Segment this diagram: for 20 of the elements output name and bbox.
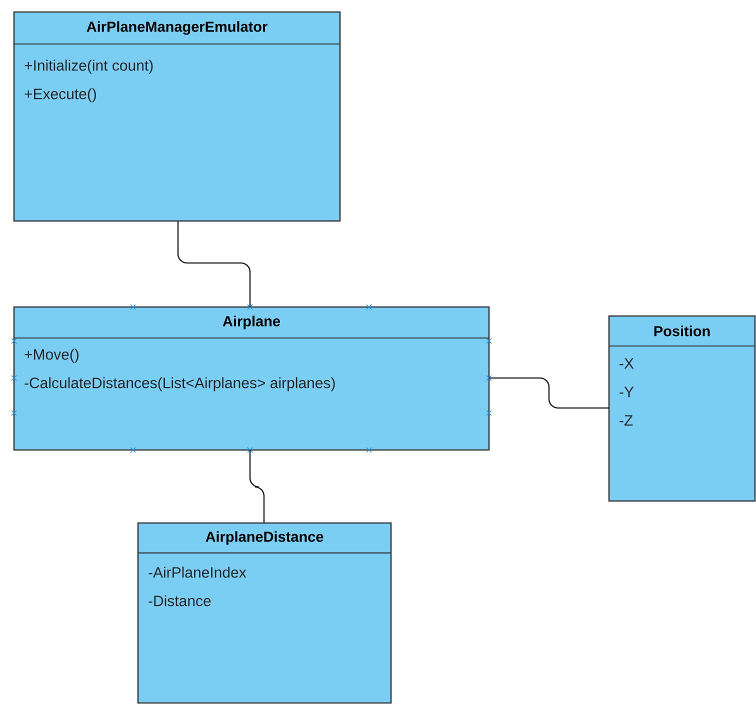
class-name: Airplane [222, 316, 280, 330]
class-box [137, 522, 392, 704]
class-member: +Move() [24, 348, 78, 363]
class-member: -Z [620, 415, 633, 426]
class-member: +Initialize(int count) [24, 60, 153, 74]
class-box [13, 11, 341, 222]
class-name: Position [654, 326, 710, 336]
class-box [13, 306, 490, 451]
class-name: AirPlaneManagerEmulator [86, 21, 268, 35]
connector-line [177, 221, 251, 307]
class-member: -CalculateDistances(List<Airplanes> airplanes) [24, 377, 335, 392]
class-name: AirplaneDistance [206, 531, 324, 545]
class-member: +Execute() [24, 88, 96, 102]
class-member: -X [620, 358, 634, 369]
class-member: -AirPlaneIndex [148, 566, 246, 578]
class-box [608, 315, 756, 502]
connector-line [249, 450, 265, 523]
class-member: -Distance [148, 595, 211, 606]
connector-line [489, 377, 609, 409]
class-member: -Y [620, 386, 634, 398]
